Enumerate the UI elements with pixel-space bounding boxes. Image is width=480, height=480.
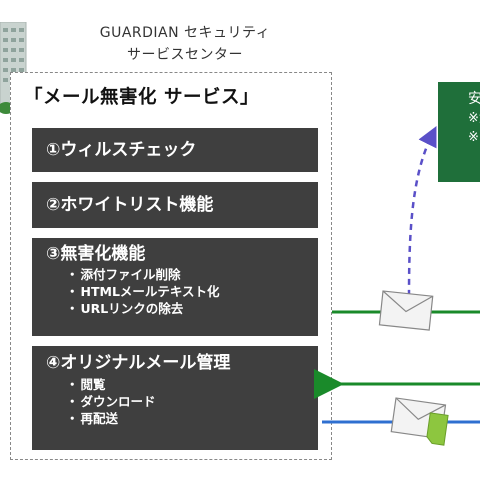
function-title: ④オリジナルメール管理 <box>46 353 231 373</box>
center-name-line1: GUARDIAN セキュリティ <box>99 25 271 41</box>
center-name-line2: サービスセンター <box>127 47 243 63</box>
function-box-virus-check: ①ウィルスチェック <box>32 128 318 172</box>
destination-box: 安 ※添 ※U <box>438 82 480 182</box>
function-box-original-mail: ④オリジナルメール管理 閲覧 ダウンロード 再配送 <box>32 346 318 450</box>
destination-note-1: ※添 <box>468 111 480 126</box>
list-item: ダウンロード <box>66 393 318 410</box>
function-box-whitelist: ②ホワイトリスト機能 <box>32 182 318 228</box>
list-item: URLリンクの除去 <box>66 300 318 317</box>
function-box-sanitize: ③無害化機能 添付ファイル削除 HTMLメールテキスト化 URLリンクの除去 <box>32 238 318 336</box>
envelope-icon <box>378 290 434 331</box>
service-title: 「メール無害化 サービス」 <box>24 87 259 108</box>
function-title: ②ホワイトリスト機能 <box>46 195 214 215</box>
function-title: ①ウィルスチェック <box>46 140 197 160</box>
envelope-green-icon <box>390 397 449 446</box>
destination-label: 安 <box>468 91 480 107</box>
dashed-flow-arrow <box>407 126 437 297</box>
list-item: 添付ファイル削除 <box>66 266 318 283</box>
list-item: 再配送 <box>66 410 318 427</box>
list-item: 閲覧 <box>66 376 318 393</box>
function-title: ③無害化機能 <box>46 244 146 264</box>
list-item: HTMLメールテキスト化 <box>66 283 318 300</box>
destination-note-2: ※U <box>468 130 480 145</box>
